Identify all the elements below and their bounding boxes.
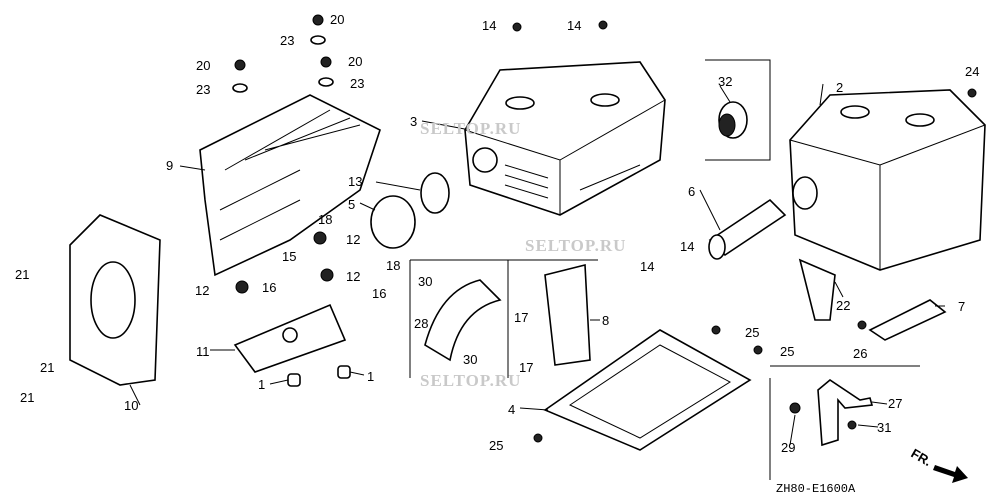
callout: 18 (318, 212, 332, 227)
watermark: SELTOP.RU (525, 236, 626, 255)
callout: 15 (282, 249, 296, 264)
callout: 9 (166, 158, 173, 173)
callout: 20 (196, 58, 210, 73)
callout: 31 (877, 420, 891, 435)
callout: 24 (965, 64, 979, 79)
callout: 12 (346, 269, 360, 284)
watermark: SELTOP.RU (420, 119, 521, 138)
fasteners (232, 14, 977, 443)
callout: 25 (780, 344, 794, 359)
pipe-28 (424, 279, 502, 362)
tube-6 (708, 198, 787, 260)
callout: 11 (196, 344, 210, 359)
leader-lines (129, 83, 945, 446)
callout: 28 (414, 316, 428, 331)
muffler-2 (789, 89, 986, 271)
muffler-protector-3 (464, 61, 666, 216)
callout: 7 (958, 299, 965, 314)
spark-arrester-32 (718, 101, 748, 139)
callout: 13 (348, 174, 362, 189)
callout: 1 (258, 377, 265, 392)
callouts: 20 23 20 20 23 23 14 14 32 2 24 3 9 13 5… (15, 12, 979, 455)
callout: 1 (367, 369, 374, 384)
callout: 20 (330, 12, 344, 27)
callout: 6 (688, 184, 695, 199)
callout: 29 (781, 440, 795, 455)
callout: 14 (567, 18, 581, 33)
gasket-13-5 (370, 172, 450, 249)
callout: 21 (20, 390, 34, 405)
callout: 4 (508, 402, 515, 417)
callout: 30 (418, 274, 432, 289)
callout: 23 (280, 33, 294, 48)
guard-8 (544, 263, 591, 366)
callout: 8 (602, 313, 609, 328)
callout: 5 (348, 197, 355, 212)
callout: 27 (888, 396, 902, 411)
gasket-7 (868, 299, 947, 341)
callout: 16 (372, 286, 386, 301)
cover-10 (69, 214, 161, 386)
callout: 3 (410, 114, 417, 129)
callout: 25 (489, 438, 503, 453)
callout: 17 (519, 360, 533, 375)
callout: 22 (836, 298, 850, 313)
callout: 21 (40, 360, 54, 375)
callout: 30 (463, 352, 477, 367)
callout: 2 (836, 80, 843, 95)
callout: 26 (853, 346, 867, 361)
callout: 32 (718, 74, 732, 89)
callout: 17 (514, 310, 528, 325)
callout: 14 (680, 239, 694, 254)
callout: 23 (350, 76, 364, 91)
base-4 (543, 329, 752, 451)
bracket-22 (798, 258, 836, 321)
front-label: FR. (909, 446, 935, 469)
callout: 10 (124, 398, 138, 413)
plate-11 (233, 303, 347, 373)
callout: 20 (348, 54, 362, 69)
callout: 18 (386, 258, 400, 273)
callout: 12 (346, 232, 360, 247)
bracket-27 (817, 379, 874, 447)
callout: 12 (195, 283, 209, 298)
callout: 25 (745, 325, 759, 340)
diagram-code: ZH80-E1600A (776, 482, 856, 496)
callout: 16 (262, 280, 276, 295)
heat-shield-9 (199, 94, 381, 277)
front-arrow-icon: FR. (909, 446, 968, 483)
callout: 14 (640, 259, 654, 274)
collar-1 (287, 365, 351, 387)
callout: 21 (15, 267, 29, 282)
callout: 14 (482, 18, 496, 33)
callout: 23 (196, 82, 210, 97)
group-frames (409, 59, 920, 480)
watermark: SELTOP.RU (420, 371, 521, 390)
